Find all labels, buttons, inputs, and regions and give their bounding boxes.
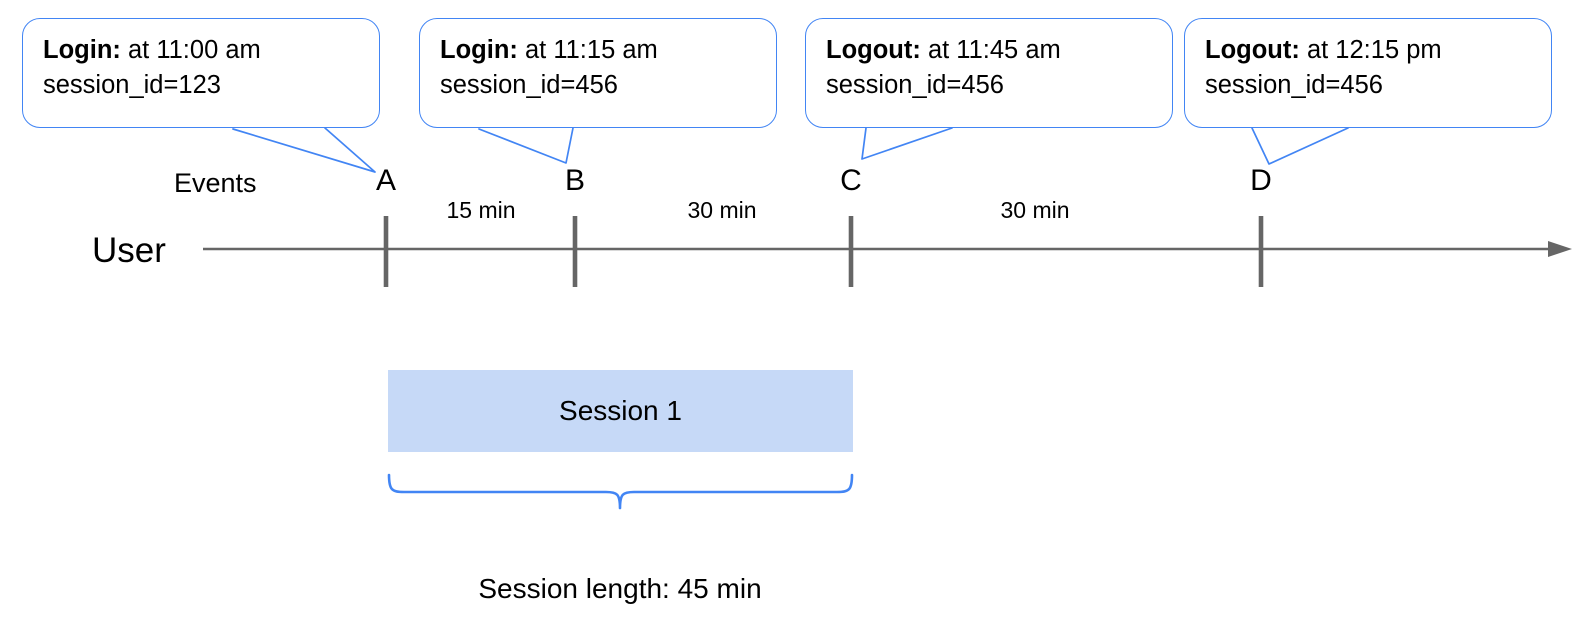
session-brace (387, 473, 854, 510)
tick-label-b: B (564, 164, 586, 197)
callout-time: at 12:15 pm (1299, 36, 1442, 64)
timeline-arrowhead (1548, 241, 1572, 257)
interval-label-ab: 15 min (446, 197, 516, 223)
session-bar: Session 1 (388, 370, 853, 452)
callout-line-1: Login: at 11:15 am (440, 33, 758, 68)
callout-bubble-4: Logout: at 12:15 pm session_id=456 (1184, 18, 1552, 128)
callout-bubble-3: Logout: at 11:45 am session_id=456 (805, 18, 1173, 128)
session-bar-label: Session 1 (559, 395, 682, 426)
callout-session-id: session_id=456 (440, 70, 618, 99)
callout-tail-3 (861, 127, 953, 160)
events-row-label: Events (174, 168, 257, 198)
tick-label-a: A (375, 164, 397, 197)
interval-label-bc: 30 min (687, 197, 757, 223)
callout-tail-1 (232, 127, 376, 173)
callout-event-label: Login: (43, 36, 121, 64)
callout-line-1: Logout: at 11:45 am (826, 33, 1154, 68)
callout-line-1: Login: at 11:00 am (43, 33, 361, 68)
callout-time: at 11:00 am (120, 36, 261, 64)
callout-session-id: session_id=456 (1205, 70, 1383, 99)
callout-time: at 11:45 am (920, 36, 1061, 64)
callout-tail-2 (478, 127, 574, 164)
callout-bubble-2: Login: at 11:15 am session_id=456 (419, 18, 777, 128)
callout-line-1: Logout: at 12:15 pm (1205, 33, 1533, 68)
session-length-caption: Session length: 45 min (478, 573, 762, 604)
callout-bubble-1: Login: at 11:00 am session_id=123 (22, 18, 380, 128)
callout-event-label: Login: (440, 36, 518, 64)
callout-event-label: Logout: (1205, 36, 1300, 64)
callout-time: at 11:15 am (517, 36, 658, 64)
callout-session-id: session_id=123 (43, 70, 221, 99)
user-row-label: User (92, 231, 166, 270)
callout-tail-4 (1251, 127, 1349, 165)
callout-session-id: session_id=456 (826, 70, 1004, 99)
interval-label-cd: 30 min (1000, 197, 1070, 223)
tick-label-c: C (840, 164, 862, 197)
tick-label-d: D (1250, 164, 1272, 197)
callout-event-label: Logout: (826, 36, 921, 64)
